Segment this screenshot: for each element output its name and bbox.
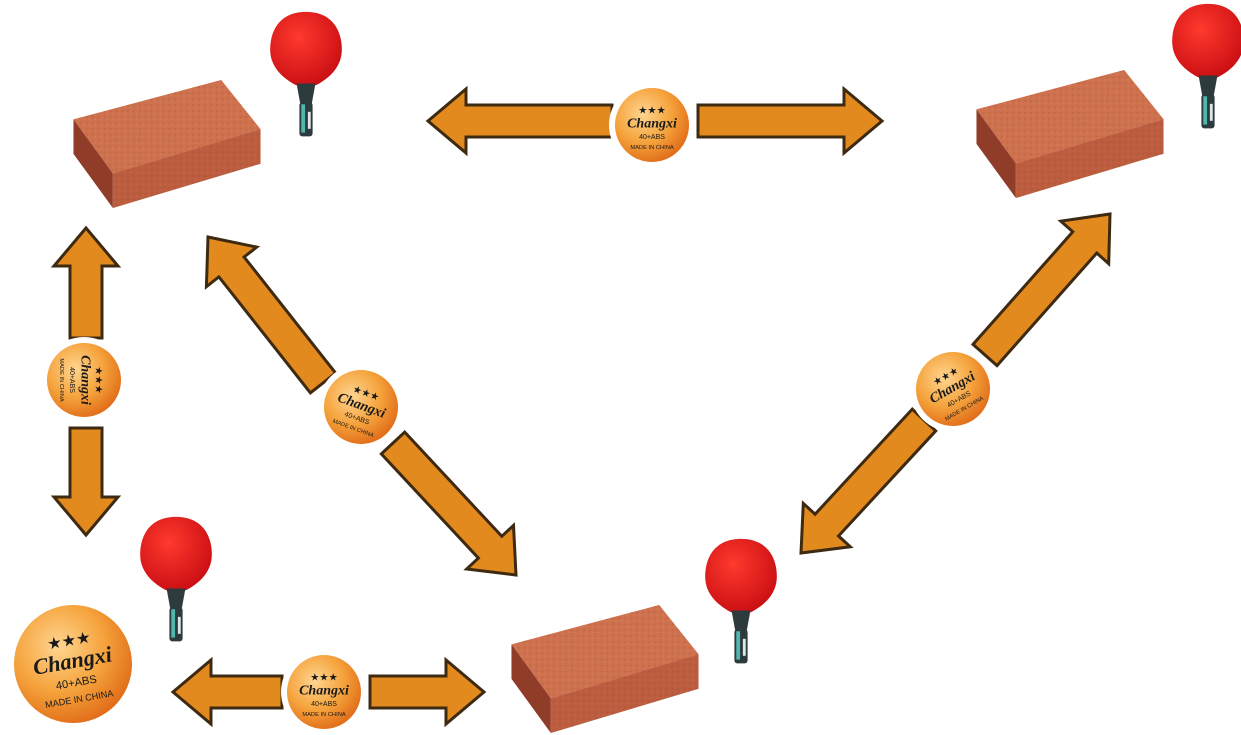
arrows-layer	[50, 85, 1112, 728]
brick-icon	[976, 70, 1164, 198]
ping-pong-paddle-icon	[705, 538, 777, 664]
double-arrow-icon	[379, 429, 518, 577]
ping-pong-ball-icon: ★★★Changxi 40+ABS MADE IN CHINA	[609, 82, 695, 168]
ball-stars: ★★★	[638, 106, 665, 117]
ball-model: 40+ABS	[639, 134, 665, 141]
ball-origin: MADE IN CHINA	[630, 145, 674, 151]
ball-origin: MADE IN CHINA	[302, 712, 346, 718]
ball-brand: Changxi	[299, 683, 349, 699]
double-arrow-icon	[799, 406, 938, 555]
double-arrow-icon	[425, 85, 614, 157]
double-arrow-icon	[696, 85, 885, 157]
brick-icon	[73, 80, 261, 208]
double-arrow-icon	[368, 656, 487, 728]
ball-stars: ★★★	[310, 673, 337, 684]
ball-model: 40+ABS	[311, 701, 337, 708]
double-arrow-icon	[50, 426, 122, 538]
double-arrow-icon	[970, 212, 1112, 368]
ping-pong-ball-icon: ★★★Changxi 40+ABS MADE IN CHINA	[281, 649, 367, 735]
ball-stars: ★★★	[92, 366, 103, 393]
ball-origin: MADE IN CHINA	[58, 358, 64, 402]
ball-model: 40+ABS	[68, 367, 75, 393]
double-arrow-icon	[170, 656, 284, 728]
ball-brand: Changxi	[627, 116, 677, 132]
ball-brand: Changxi	[77, 355, 93, 405]
double-arrow-icon	[204, 235, 338, 396]
brick-icon	[511, 605, 699, 733]
double-arrow-icon	[50, 225, 122, 340]
ping-pong-paddle-icon	[1172, 3, 1241, 129]
ping-pong-paddle-icon	[140, 516, 212, 642]
ping-pong-paddle-icon	[270, 11, 342, 137]
